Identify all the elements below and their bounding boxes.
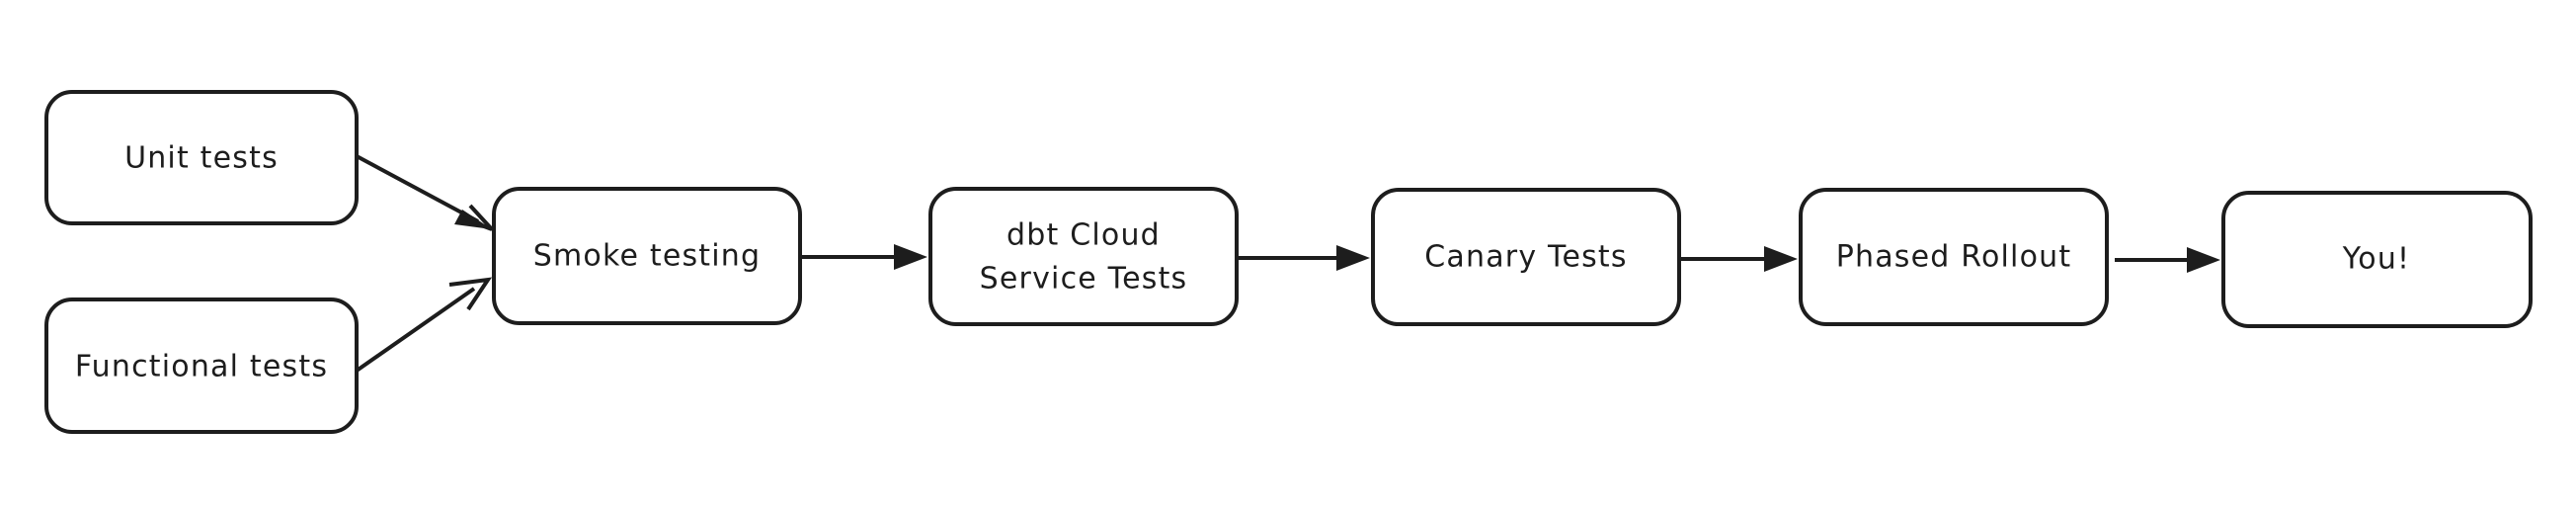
nodes-layer: Unit tests Functional tests Smoke testin… xyxy=(44,90,2533,434)
node-smoke-testing[interactable]: Smoke testing xyxy=(492,187,802,325)
node-canary-tests[interactable]: Canary Tests xyxy=(1371,188,1681,326)
node-phased-rollout-label: Phased Rollout xyxy=(1836,240,2072,275)
edge-canary-to-phased-arrowhead xyxy=(1764,246,1798,272)
edge-dbt-to-canary xyxy=(1238,245,1370,271)
node-you-label: You! xyxy=(2342,242,2411,277)
edge-canary-to-phased xyxy=(1680,246,1798,272)
node-dbt-cloud-service-tests-box[interactable] xyxy=(928,187,1239,326)
node-functional-tests-box[interactable] xyxy=(44,298,359,434)
edge-phased-to-you-arrowhead xyxy=(2187,247,2220,273)
edge-dbt-to-canary-arrowhead xyxy=(1336,245,1370,271)
node-smoke-testing-box[interactable] xyxy=(492,187,802,325)
node-dbt-cloud-service-tests-label-line2: Service Tests xyxy=(980,262,1188,297)
node-smoke-testing-label: Smoke testing xyxy=(533,239,762,274)
node-unit-tests-box[interactable] xyxy=(44,90,359,225)
node-unit-tests-label: Unit tests xyxy=(124,141,279,176)
node-dbt-cloud-service-tests[interactable]: dbt Cloud Service Tests xyxy=(928,187,1239,326)
edge-functional-to-smoke-arrowhead-stroke xyxy=(448,277,493,311)
edge-smoke-to-dbt xyxy=(801,244,927,270)
edge-smoke-to-dbt-arrowhead xyxy=(894,244,927,270)
node-functional-tests-label: Functional tests xyxy=(75,350,328,384)
node-phased-rollout-box[interactable] xyxy=(1799,188,2109,326)
edge-unit-to-smoke-line xyxy=(356,154,479,223)
edges-layer xyxy=(355,154,2220,373)
edge-unit-to-smoke xyxy=(356,154,494,231)
node-canary-tests-label: Canary Tests xyxy=(1424,240,1627,275)
node-functional-tests[interactable]: Functional tests xyxy=(44,298,359,434)
node-canary-tests-box[interactable] xyxy=(1371,188,1681,326)
node-you[interactable]: You! xyxy=(2221,191,2533,328)
node-unit-tests[interactable]: Unit tests xyxy=(44,90,359,225)
node-dbt-cloud-service-tests-label-line1: dbt Cloud xyxy=(1006,218,1161,253)
edge-functional-to-smoke xyxy=(355,277,493,373)
node-phased-rollout[interactable]: Phased Rollout xyxy=(1799,188,2109,326)
edge-functional-to-smoke-line xyxy=(355,287,476,373)
edge-phased-to-you xyxy=(2115,247,2220,273)
node-you-box[interactable] xyxy=(2221,191,2533,328)
